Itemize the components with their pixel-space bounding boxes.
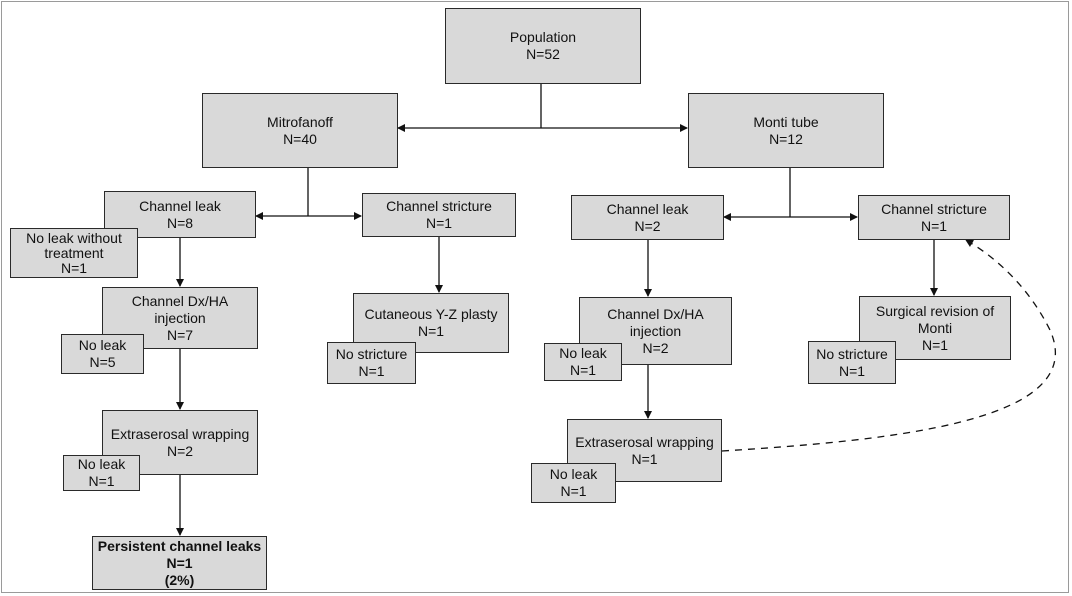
node-population-label: Population — [509, 29, 577, 45]
node-m-dx-no-leak-label: No leak — [78, 337, 127, 353]
node-m-channel-stricture: Channel stricture N=1 — [362, 193, 516, 237]
node-m-no-leak-without-treatment-n: N=1 — [60, 259, 88, 276]
node-t-wrap-no-leak-label: No leak — [549, 466, 598, 482]
node-m-extraserosal-wrapping-label: Extraserosal wrapping — [110, 425, 250, 442]
node-t-channel-leak-label: Channel leak — [606, 200, 689, 217]
node-t-channel-stricture-label: Channel stricture — [881, 200, 987, 217]
node-t-channel-leak-n: N=2 — [634, 217, 661, 234]
node-m-no-stricture: No stricture N=1 — [327, 342, 416, 384]
node-m-wrap-no-leak-label: No leak — [77, 456, 126, 472]
node-m-persistent-leaks: Persistent channel leaks N=1 (2%) — [92, 536, 267, 590]
node-m-yz-plasty-n: N=1 — [417, 323, 445, 339]
node-m-yz-plasty-label: Cutaneous Y-Z plasty — [364, 306, 498, 322]
node-mitrofanoff-n: N=40 — [283, 130, 317, 147]
node-m-channel-leak: Channel leak N=8 — [104, 191, 256, 238]
node-m-wrap-no-leak-n: N=1 — [88, 473, 115, 489]
node-population-n: N=52 — [526, 46, 560, 62]
dashed-arrow-wrapping-to-stricture — [721, 239, 1057, 452]
node-t-no-stricture-label: No stricture — [816, 345, 888, 362]
node-t-dx-ha-injection-n: N=2 — [642, 339, 669, 356]
node-t-dx-no-leak-n: N=1 — [569, 362, 597, 378]
node-m-channel-stricture-label: Channel stricture — [386, 198, 492, 214]
node-t-dx-ha-injection-label: Channel Dx/HA injection — [607, 305, 704, 339]
node-m-channel-stricture-n: N=1 — [425, 215, 453, 231]
node-mitrofanoff-label: Mitrofanoff — [267, 113, 333, 130]
node-t-dx-no-leak-label: No leak — [559, 345, 607, 361]
node-monti-tube-n: N=12 — [769, 130, 803, 147]
node-m-no-stricture-n: N=1 — [358, 363, 385, 379]
node-monti-tube: Monti tube N=12 — [688, 93, 884, 168]
node-m-no-stricture-label: No stricture — [335, 346, 408, 362]
node-m-no-leak-without-treatment: No leak without treatment N=1 — [10, 228, 138, 278]
node-m-channel-leak-label: Channel leak — [139, 197, 221, 214]
node-t-channel-leak: Channel leak N=2 — [571, 195, 724, 240]
node-t-dx-ha-injection: Channel Dx/HA injection N=2 — [579, 297, 732, 365]
node-monti-tube-label: Monti tube — [753, 113, 819, 130]
node-m-extraserosal-wrapping-n: N=2 — [166, 442, 194, 459]
node-m-channel-leak-n: N=8 — [166, 214, 194, 231]
node-m-persistent-leaks-n: N=1 — [166, 554, 193, 571]
node-m-persistent-leaks-label: Persistent channel leaks — [97, 537, 262, 554]
node-t-no-stricture-n: N=1 — [838, 362, 866, 379]
node-t-extraserosal-wrapping-label: Extraserosal wrapping — [575, 433, 714, 450]
node-m-yz-plasty: Cutaneous Y-Z plasty N=1 — [353, 293, 509, 353]
node-t-surgical-revision-label: Surgical revision of Monti — [875, 302, 995, 336]
node-m-dx-no-leak-n: N=5 — [89, 354, 116, 370]
node-m-dx-ha-injection-n: N=7 — [166, 326, 194, 343]
node-t-extraserosal-wrapping: Extraserosal wrapping N=1 — [567, 419, 722, 482]
node-mitrofanoff: Mitrofanoff N=40 — [202, 93, 398, 168]
node-t-surgical-revision-n: N=1 — [921, 336, 949, 353]
node-m-wrap-no-leak: No leak N=1 — [63, 455, 140, 491]
node-t-wrap-no-leak: No leak N=1 — [531, 463, 616, 503]
node-t-dx-no-leak: No leak N=1 — [544, 343, 622, 381]
node-population: Population N=52 — [445, 8, 641, 84]
node-t-no-stricture: No stricture N=1 — [808, 341, 896, 384]
node-m-no-leak-without-treatment-label: No leak without treatment — [26, 229, 122, 261]
node-t-channel-stricture: Channel stricture N=1 — [858, 195, 1010, 240]
node-m-persistent-leaks-pct: (2%) — [164, 571, 195, 588]
node-m-dx-ha-injection-label: Channel Dx/HA injection — [131, 292, 229, 326]
node-t-channel-stricture-n: N=1 — [920, 217, 948, 234]
node-t-wrap-no-leak-n: N=1 — [560, 483, 587, 499]
node-m-dx-no-leak: No leak N=5 — [61, 334, 144, 374]
node-t-extraserosal-wrapping-n: N=1 — [631, 450, 658, 467]
